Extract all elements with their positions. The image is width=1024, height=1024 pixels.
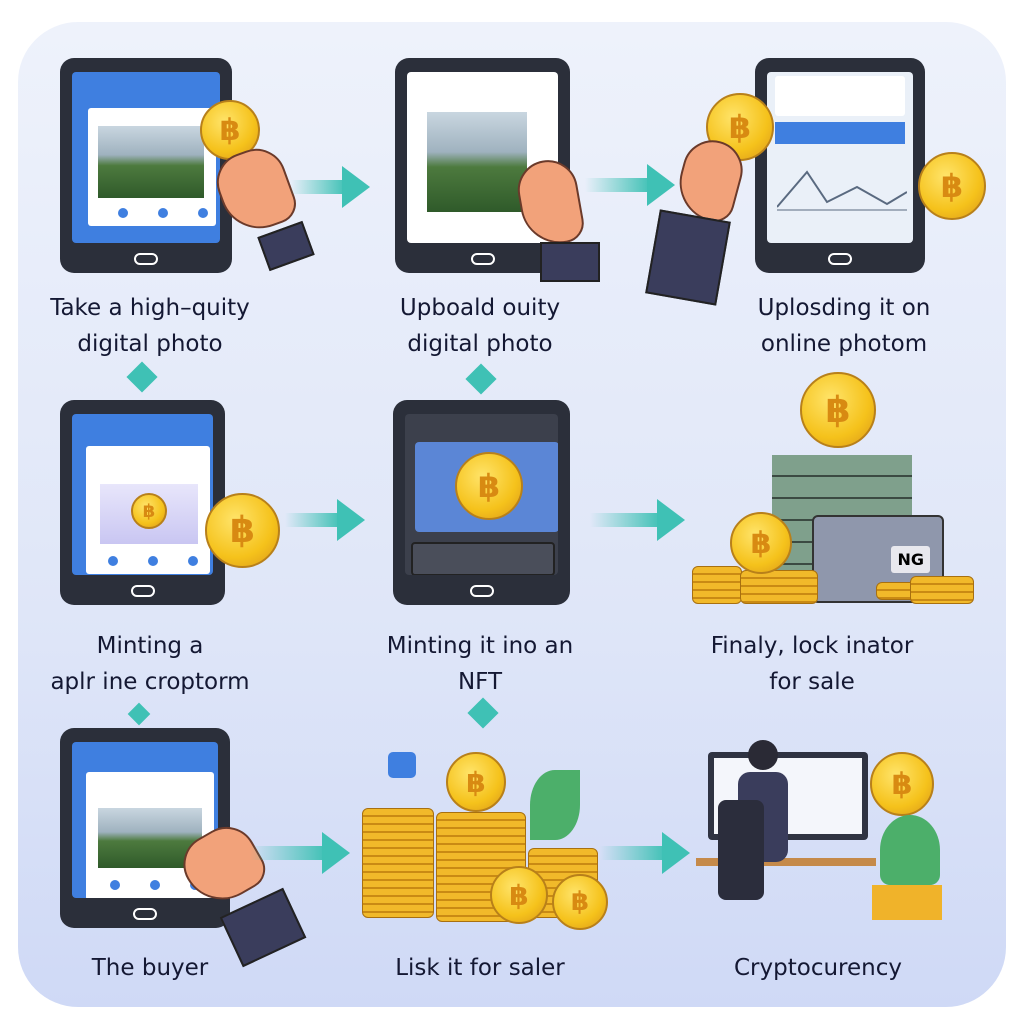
desk [696, 858, 876, 866]
sleeve [540, 242, 600, 282]
home-button [133, 908, 157, 920]
bitcoin-coin-icon: ฿ [730, 512, 792, 574]
step-caption: Lisk it for saler [395, 955, 565, 981]
coin-stack [362, 808, 434, 918]
bitcoin-coin-icon: ฿ [552, 874, 608, 930]
arrow-right-icon [600, 832, 690, 874]
step-caption: The buyer [91, 955, 209, 981]
chair [718, 800, 764, 900]
tablet-step-1 [60, 58, 232, 273]
bitcoin-coin-icon: ฿ [455, 452, 523, 520]
tablet-step-7 [60, 728, 230, 928]
coin-stack [692, 566, 742, 604]
bitcoin-coin-icon: ฿ [205, 493, 280, 568]
home-button [828, 253, 852, 265]
bitcoin-coin-icon: ฿ [446, 752, 506, 812]
bitcoin-coin-icon: ฿ [800, 372, 876, 448]
arrow-right-icon [585, 164, 675, 206]
tablet-step-3 [755, 58, 925, 273]
bitcoin-coin-icon: ฿ [870, 752, 934, 816]
tablet-step-5: ฿ [393, 400, 570, 605]
tablet-step-2 [395, 58, 570, 273]
arrow-right-icon [250, 832, 350, 874]
arrow-right-icon [290, 166, 370, 208]
arrow-right-icon [590, 499, 685, 541]
arrow-right-icon [285, 499, 365, 541]
home-button [470, 253, 495, 265]
bitcoin-coin-icon: ฿ [490, 866, 548, 924]
home-button [469, 585, 494, 597]
plant-pot [872, 885, 942, 920]
person-head [748, 740, 778, 770]
home-button [134, 253, 158, 265]
coin-stack [910, 576, 974, 604]
tablet-step-4: ฿ [60, 400, 225, 605]
plant-icon [530, 770, 580, 840]
home-button [130, 585, 155, 597]
coin-stack [740, 570, 818, 604]
step-caption: Cryptocurency [734, 955, 902, 981]
chat-icon [388, 752, 416, 778]
line-graph-icon [777, 170, 907, 211]
landscape-photo [98, 126, 204, 198]
plant-icon [880, 815, 940, 885]
bitcoin-coin-icon: ฿ [918, 152, 986, 220]
